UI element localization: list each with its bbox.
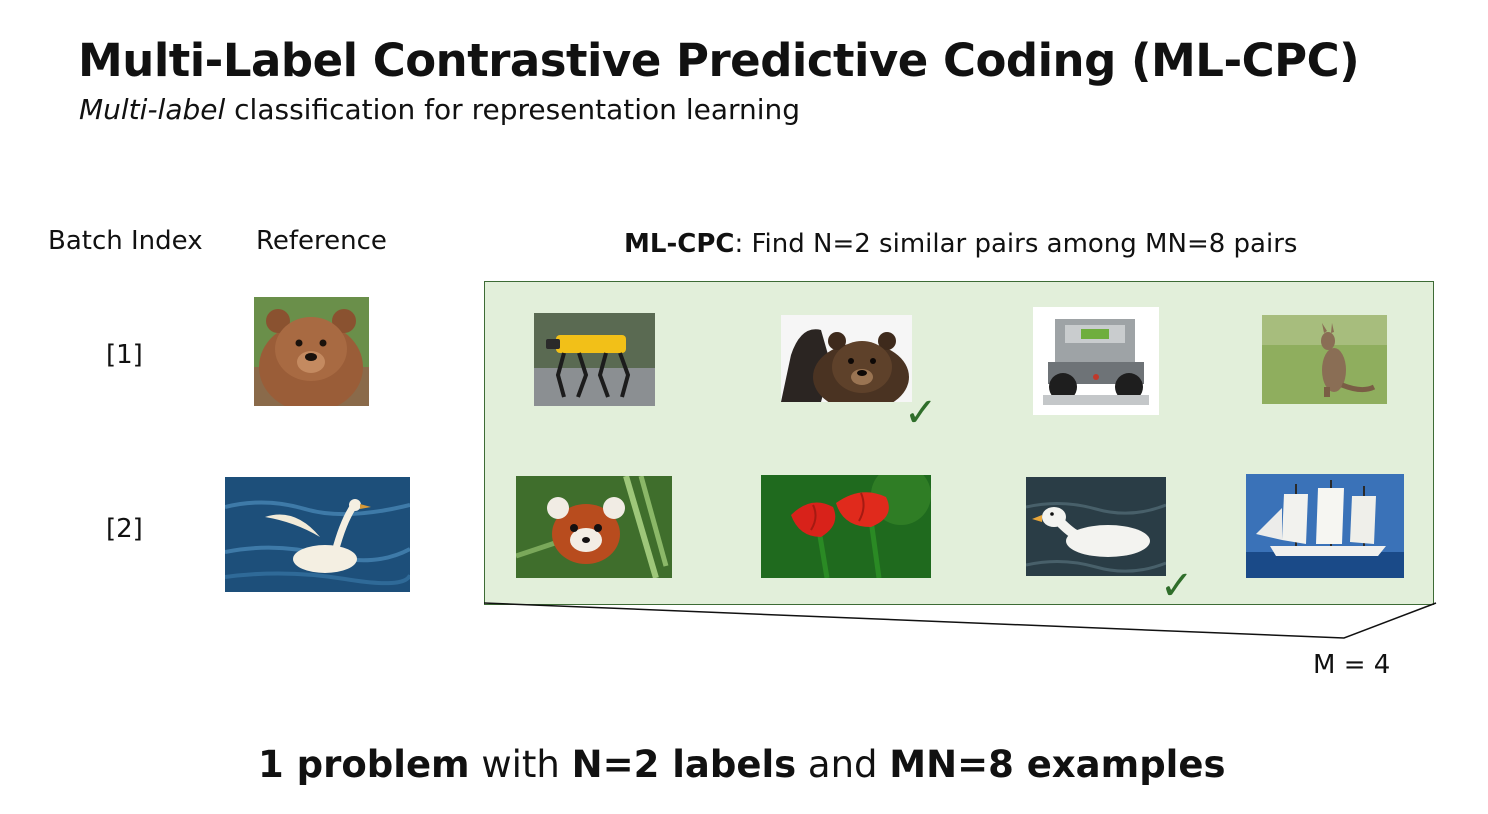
candidate-bear-waving [781, 315, 912, 402]
m-label: M = 4 [1313, 650, 1391, 680]
subtitle-italic: Multi-label [79, 93, 226, 126]
candidate-red-tulips [761, 475, 931, 578]
positive-pair-check-2: ✓ [1160, 563, 1194, 609]
summary-labels: N=2 labels [571, 743, 797, 786]
reference-image-swan [225, 477, 410, 592]
candidate-kangaroo [1262, 315, 1387, 404]
slide-title: Multi-Label Contrastive Predictive Codin… [78, 34, 1360, 87]
bottom-summary: 1 problem with N=2 labels and MN=8 examp… [258, 743, 1225, 786]
batch-index-1: [1] [106, 340, 143, 370]
subtitle-rest: classification for representation learni… [225, 93, 801, 126]
task-bold: ML-CPC [624, 229, 735, 259]
task-header: ML-CPC: Find N=2 similar pairs among MN=… [624, 229, 1297, 259]
reference-header: Reference [256, 226, 387, 256]
batch-index-header: Batch Index [48, 226, 203, 256]
summary-and: and [796, 743, 890, 786]
positive-pair-check-1: ✓ [904, 390, 938, 436]
candidate-robot-dog [534, 313, 655, 406]
summary-problem: 1 problem [258, 743, 470, 786]
reference-image-bear [254, 297, 369, 406]
slide-subtitle: Multi-label classification for represent… [79, 93, 800, 126]
candidate-lego-robot [1033, 307, 1159, 415]
batch-index-2: [2] [106, 514, 143, 544]
candidate-white-duck [1026, 477, 1166, 576]
candidate-red-panda [516, 476, 672, 578]
task-rest: : Find N=2 similar pairs among MN=8 pair… [734, 229, 1298, 259]
summary-with: with [469, 743, 572, 786]
candidate-sailing-ship [1246, 474, 1404, 578]
summary-examples: MN=8 examples [889, 743, 1226, 786]
